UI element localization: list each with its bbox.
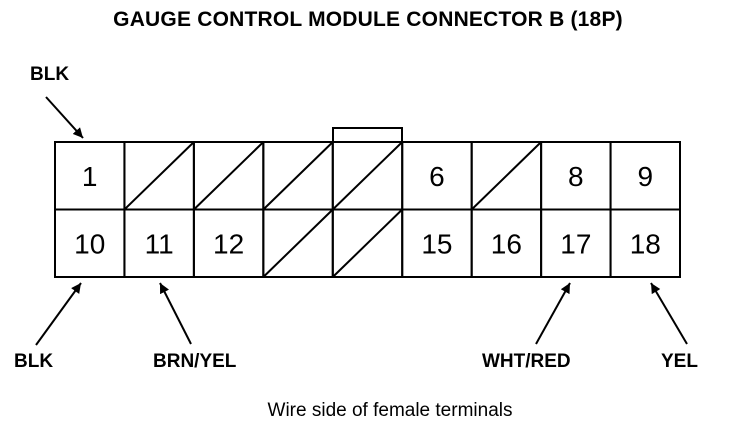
unused-cavity-slash (262, 208, 334, 278)
unused-cavity-slash (123, 141, 195, 211)
wire-label-pin18: YEL (661, 351, 698, 372)
unused-cavity-slash (193, 141, 265, 211)
pin-number-1: 1 (82, 161, 98, 192)
connector-lock-tab (332, 127, 403, 143)
wire-label-pin1: BLK (30, 64, 70, 85)
pin-number-17: 17 (560, 228, 591, 259)
pin-number-18: 18 (630, 228, 661, 259)
pin-number-6: 6 (429, 161, 445, 192)
pin-number-11: 11 (145, 228, 174, 259)
pin-number-12: 12 (213, 228, 244, 259)
wire-label-pin10: BLK (14, 351, 54, 372)
unused-cavity-slash (332, 141, 403, 211)
pin-number-16: 16 (491, 228, 522, 259)
connector-cell (609, 208, 681, 278)
pin-number-15: 15 (421, 228, 452, 259)
wire-label-pin17: WHT/RED (482, 351, 571, 372)
arrow-pin11 (159, 282, 192, 345)
diagram-title: GAUGE CONTROL MODULE CONNECTOR B (18P) (113, 8, 623, 31)
arrow-pin17 (535, 282, 571, 345)
pin-number-8: 8 (568, 161, 584, 192)
arrow-pin10 (35, 282, 82, 346)
unused-cavity-slash (332, 208, 403, 278)
pin-number-9: 9 (637, 161, 653, 192)
diagram-caption: Wire side of female terminals (267, 400, 513, 421)
arrow-pin1 (45, 96, 84, 139)
arrow-pin18 (650, 282, 688, 345)
connector-cells (54, 141, 681, 278)
wire-label-pin11: BRN/YEL (153, 351, 237, 372)
unused-cavity-slash (470, 141, 542, 211)
pin-number-10: 10 (74, 228, 105, 259)
unused-cavity-slash (262, 141, 334, 211)
